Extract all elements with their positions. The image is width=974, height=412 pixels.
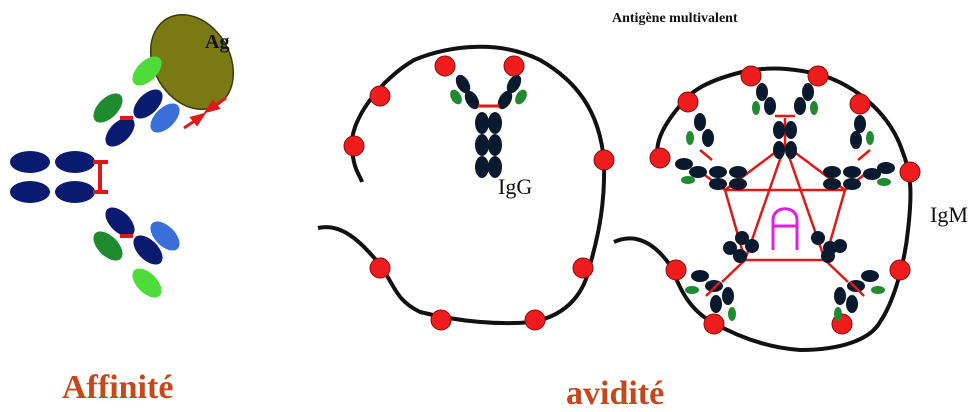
multivalent-antigen-label: Antigène multivalent (612, 11, 738, 26)
igg-antibody (448, 72, 530, 178)
igm-label: IgM (930, 202, 968, 227)
avidity-caption: avidité (566, 375, 664, 412)
igg-epitopes (344, 56, 614, 330)
antigen-label: Ag (205, 31, 229, 53)
j-chain (773, 209, 797, 250)
heavy-chains (10, 84, 168, 270)
igm-subunits (675, 83, 895, 313)
igg-label: IgG (498, 174, 532, 199)
igm-panel: Antigène multivalent (612, 11, 968, 350)
igm-pentamer-bonds (698, 118, 870, 282)
affinity-panel: Ag (10, 0, 250, 303)
igg-panel: IgG (318, 47, 614, 330)
affinity-caption: Affinité (62, 369, 173, 406)
